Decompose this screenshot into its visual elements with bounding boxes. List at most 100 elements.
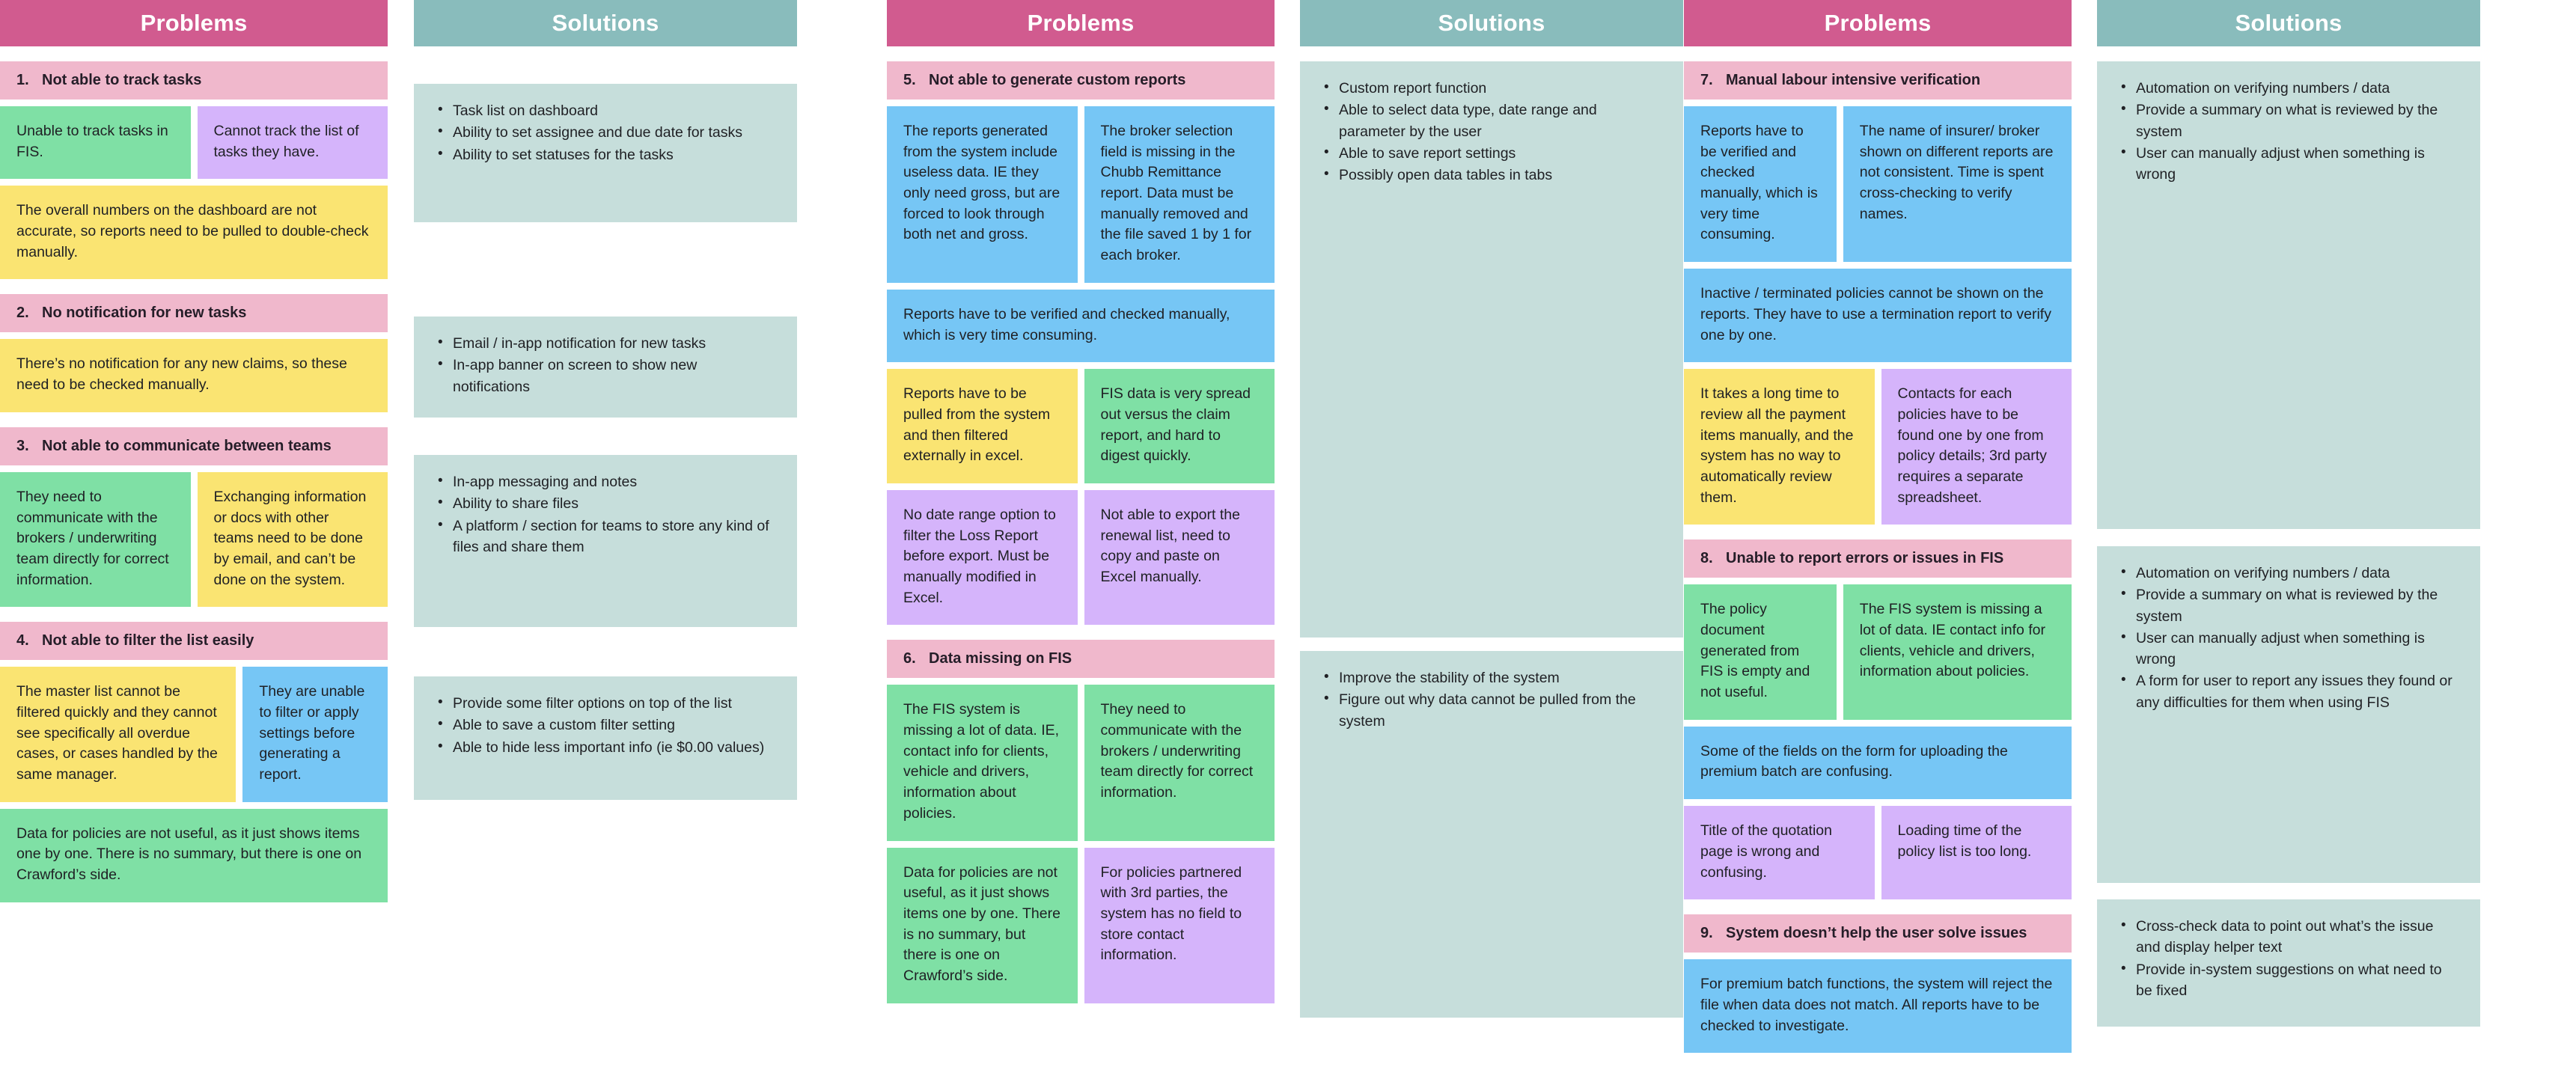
problem-number: 4. [16,632,29,649]
problem-title: 6. Data missing on FIS [887,640,1275,679]
group-3-problems-column: Problems 7. Manual labour intensive veri… [1684,0,2072,1070]
solution-list: Cross-check data to point out what’s the… [2119,915,2461,1002]
note-row: Title of the quotation page is wrong and… [1684,806,2072,900]
list-item: User can manually adjust when something … [2119,142,2461,186]
list-item: Email / in-app notification for new task… [436,332,778,354]
sticky-note: The FIS system is missing a lot of data.… [887,685,1078,841]
problem-title-text: No notification for new tasks [42,305,247,322]
problem-title-text: Data missing on FIS [929,650,1072,667]
problem-block: 2. No notification for new tasks There’s… [0,294,388,412]
sticky-note: Reports have to be verified and checked … [1684,106,1837,263]
problem-number: 2. [16,305,29,322]
list-item: Custom report function [1322,77,1664,99]
problem-block: 1. Not able to track tasks Unable to tra… [0,61,388,280]
sticky-note: Reports have to be verified and checked … [887,289,1275,363]
sticky-note: The policy document generated from FIS i… [1684,584,1837,720]
solution-list: Task list on dashboard Ability to set as… [436,100,778,165]
sticky-note: The master list cannot be filtered quick… [0,667,236,802]
group-1-solutions-column: Solutions Task list on dashboard Ability… [414,0,797,1070]
sticky-note: Cannot track the list of tasks they have… [197,106,388,180]
problem-title: 8. Unable to report errors or issues in … [1684,539,2072,578]
group-2: Problems 5. Not able to generate custom … [846,0,1684,1070]
note-row: The overall numbers on the dashboard are… [0,186,388,280]
problem-block: 7. Manual labour intensive verification … [1684,61,2072,525]
note-row: There’s no notification for any new clai… [0,339,388,412]
solution-block: Improve the stability of the system Figu… [1300,651,1683,1018]
sticky-note: The broker selection field is missing in… [1084,106,1275,283]
solutions-column-header: Solutions [2097,0,2480,46]
solution-block: Automation on verifying numbers / data P… [2097,546,2480,883]
problem-title: 5. Not able to generate custom reports [887,61,1275,100]
list-item: Provide a summary on what is reviewed by… [2119,584,2461,627]
list-item: In-app banner on screen to show new noti… [436,354,778,397]
sticky-note: Contacts for each policies have to be fo… [1881,369,2072,525]
list-item: Figure out why data cannot be pulled fro… [1322,688,1664,732]
sticky-note: For policies partnered with 3rd parties,… [1084,847,1275,1003]
solution-block: Provide some filter options on top of th… [414,676,797,800]
sticky-note: They need to communicate with the broker… [1084,685,1275,841]
sticky-note: Some of the fields on the form for uploa… [1684,726,2072,800]
note-row: Inactive / terminated policies cannot be… [1684,269,2072,363]
problem-number: 3. [16,437,29,454]
problem-title: 4. Not able to filter the list easily [0,622,388,661]
sticky-note: The name of insurer/ broker shown on dif… [1843,106,2072,263]
problem-title: 3. Not able to communicate between teams [0,427,388,465]
problem-title-text: Not able to communicate between teams [42,437,332,454]
list-item: Able to save report settings [1322,142,1664,164]
note-row: They need to communicate with the broker… [0,471,388,608]
problem-number: 8. [1700,550,1713,567]
solutions-column-header: Solutions [414,0,797,46]
note-row: The policy document generated from FIS i… [1684,584,2072,720]
sticky-note: The overall numbers on the dashboard are… [0,186,388,280]
note-row: Data for policies are not useful, as it … [0,808,388,902]
sticky-note: FIS data is very spread out versus the c… [1084,369,1275,483]
group-3-solutions-column: Solutions Automation on verifying number… [2097,0,2480,1070]
problems-column-header: Problems [0,0,388,46]
list-item: Ability to set statuses for the tasks [436,144,778,165]
sticky-note: Data for policies are not useful, as it … [0,808,388,902]
list-item: Able to save a custom filter setting [436,714,778,736]
sticky-note: Not able to export the renewal list, nee… [1084,489,1275,626]
problem-title-text: Not able to generate custom reports [929,72,1186,88]
sticky-note: Data for policies are not useful, as it … [887,847,1078,1003]
list-item: Provide in-system suggestions on what ne… [2119,959,2461,1002]
note-row: Reports have to be pulled from the syste… [887,369,1275,483]
note-row: Some of the fields on the form for uploa… [1684,726,2072,800]
problem-title: 1. Not able to track tasks [0,61,388,100]
sticky-note: Exchanging information or docs with othe… [197,471,388,608]
problem-block: 6. Data missing on FIS The FIS system is… [887,640,1275,1003]
sticky-note: They are unable to filter or apply setti… [242,667,388,802]
sticky-note: The reports generated from the system in… [887,106,1078,283]
note-row: Reports have to be verified and checked … [887,289,1275,363]
note-row: The FIS system is missing a lot of data.… [887,685,1275,841]
note-row: The master list cannot be filtered quick… [0,667,388,802]
solution-list: In-app messaging and notes Ability to sh… [436,471,778,557]
note-row: For premium batch functions, the system … [1684,959,2072,1054]
sticky-note: It takes a long time to review all the p… [1684,369,1875,525]
list-item: Able to select data type, date range and… [1322,99,1664,142]
problem-number: 9. [1700,925,1713,942]
note-row: No date range option to filter the Loss … [887,489,1275,626]
note-row: Unable to track tasks in FIS. Cannot tra… [0,106,388,180]
problem-block: 4. Not able to filter the list easily Th… [0,622,388,902]
sticky-note: The FIS system is missing a lot of data.… [1843,584,2072,720]
problem-title-text: Unable to report errors or issues in FIS [1726,550,2004,567]
solution-block: In-app messaging and notes Ability to sh… [414,455,797,627]
problems-column-header: Problems [887,0,1275,46]
group-1-problems-column: Problems 1. Not able to track tasks Unab… [0,0,388,1070]
solution-block: Automation on verifying numbers / data P… [2097,61,2480,529]
list-item: Cross-check data to point out what’s the… [2119,915,2461,959]
list-item: Provide some filter options on top of th… [436,692,778,714]
problem-title-text: Manual labour intensive verification [1726,72,1981,88]
solution-block: Cross-check data to point out what’s the… [2097,899,2480,1027]
solution-block: Task list on dashboard Ability to set as… [414,84,797,222]
sticky-note: For premium batch functions, the system … [1684,959,2072,1054]
solution-list: Improve the stability of the system Figu… [1322,667,1664,732]
problem-title: 9. System doesn’t help the user solve is… [1684,914,2072,953]
group-3: Problems 7. Manual labour intensive veri… [1684,0,2535,1070]
sticky-note: Inactive / terminated policies cannot be… [1684,269,2072,363]
sticky-note: They need to communicate with the broker… [0,471,191,608]
list-item: Provide a summary on what is reviewed by… [2119,99,2461,142]
solution-block: Email / in-app notification for new task… [414,317,797,418]
